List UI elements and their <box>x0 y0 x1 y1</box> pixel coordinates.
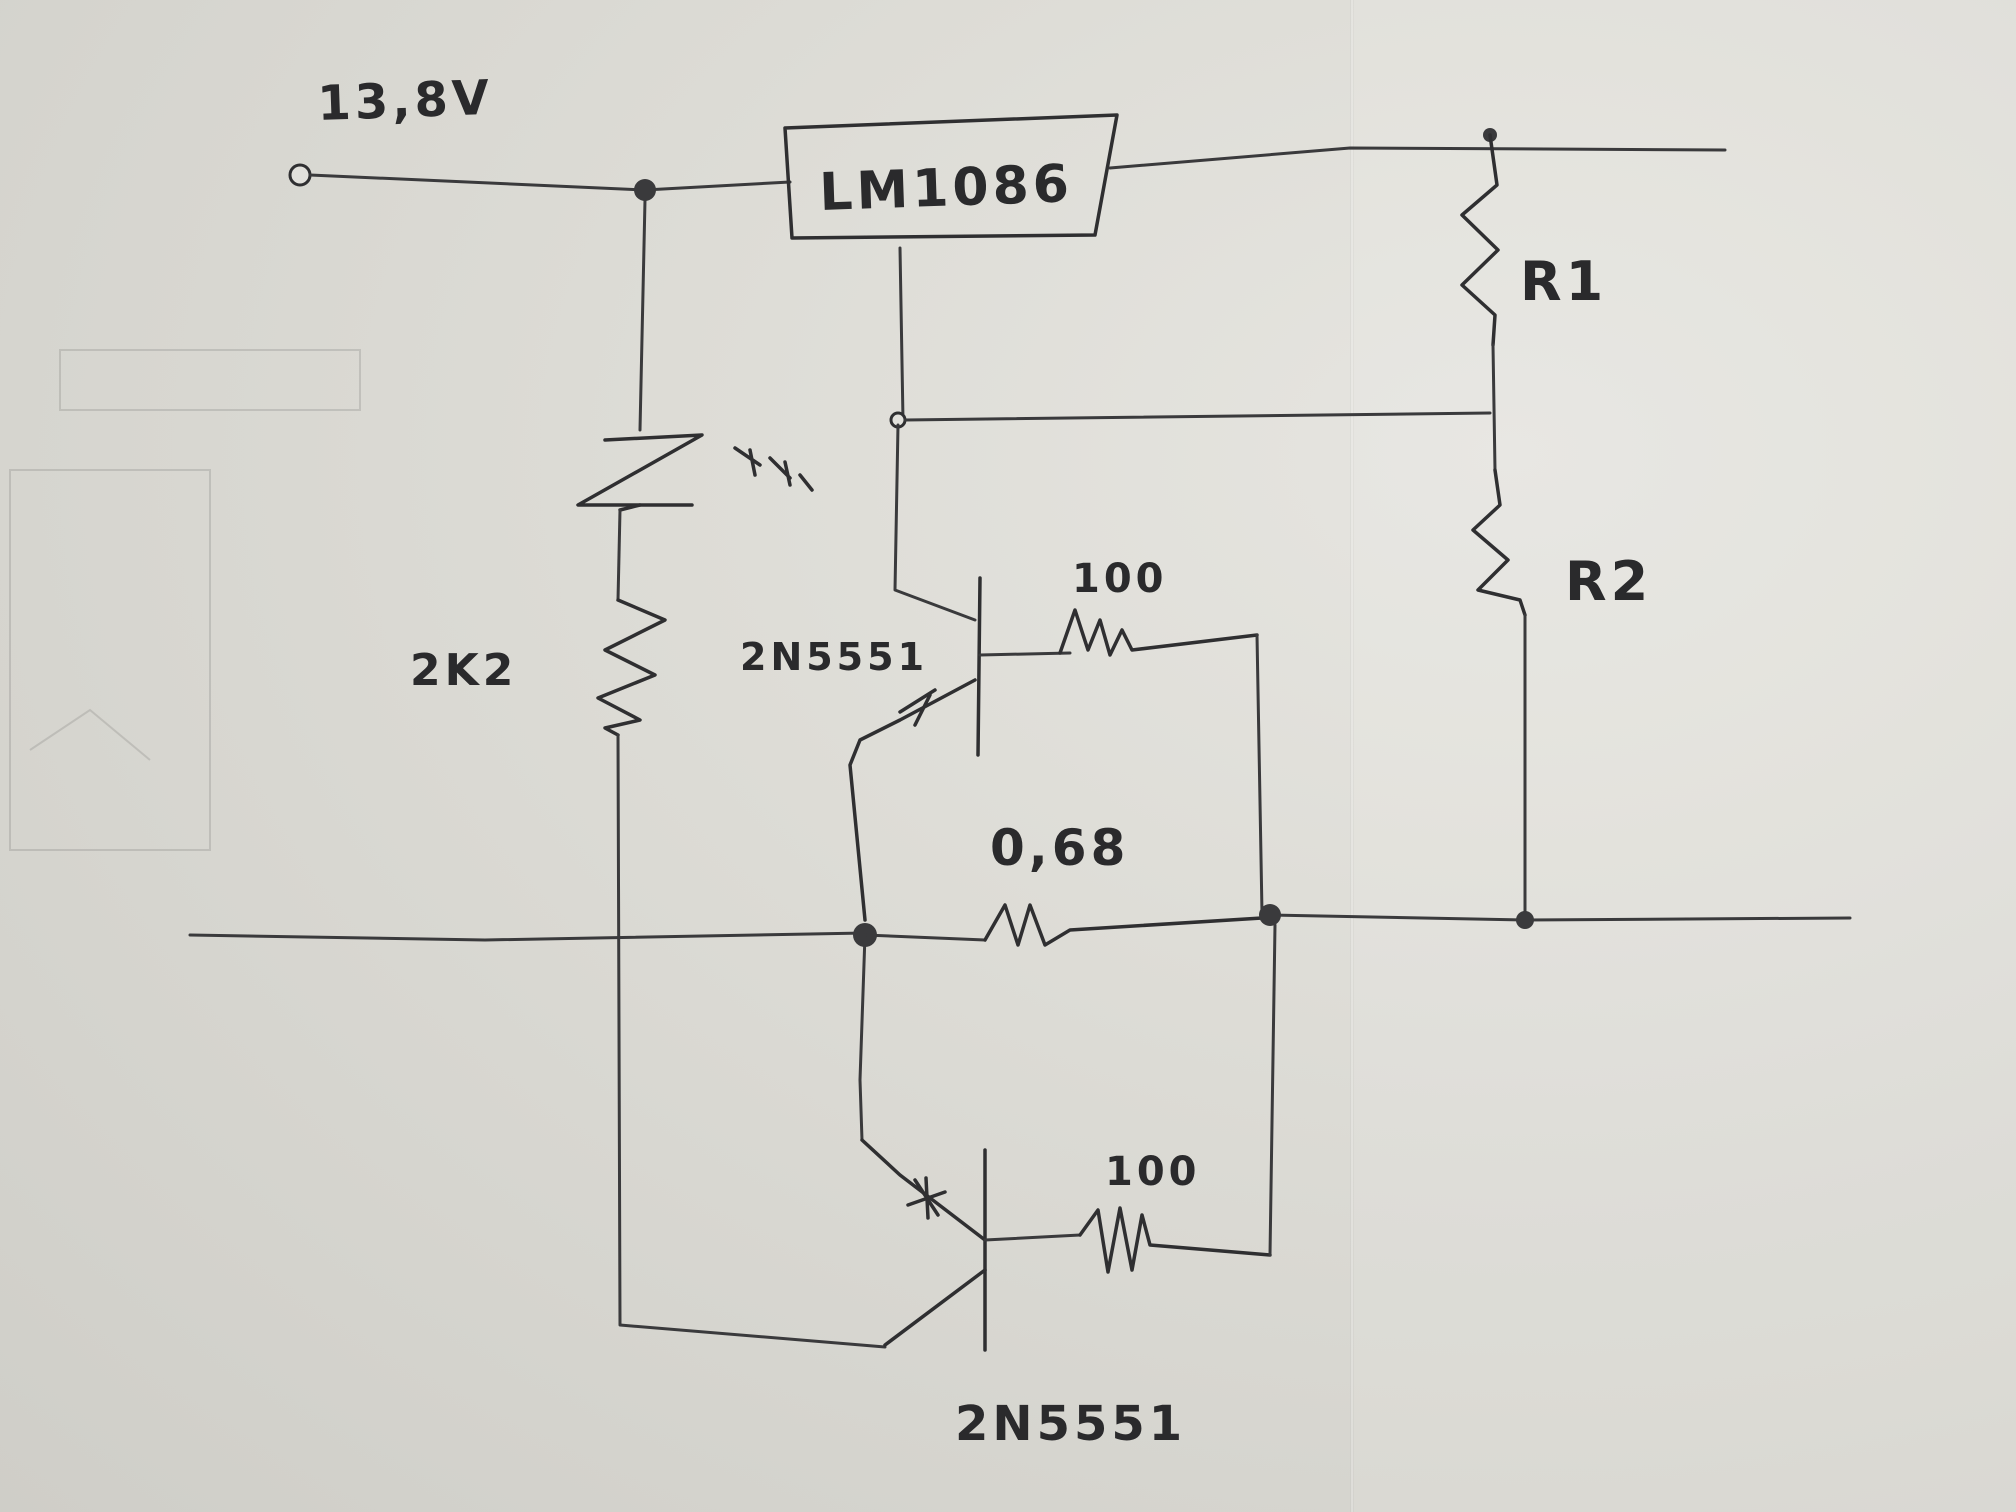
r1-label: R1 <box>1520 250 1607 313</box>
ghost-sketch <box>9 349 361 851</box>
bottom-emitter-star <box>906 1176 947 1220</box>
input-terminal <box>288 163 312 187</box>
transistor-bottom-label: 2N5551 <box>955 1396 1186 1452</box>
voltage-divider <box>1460 128 1534 929</box>
resistor-100-top-label: 100 <box>1072 556 1168 602</box>
r2-label: R2 <box>1565 550 1652 613</box>
resistor-2k2 <box>596 598 667 737</box>
adjust-line <box>889 411 1492 622</box>
sense-line <box>188 903 1852 1142</box>
regulator-lm1086 <box>783 113 1727 422</box>
led-branch <box>576 198 887 1349</box>
led-symbol <box>576 433 704 507</box>
paper-fold <box>1350 0 1354 1512</box>
led-light-arrows <box>733 446 814 492</box>
supply-input <box>288 163 792 201</box>
regulator-label: LM1086 <box>818 154 1074 223</box>
resistor-068-label: 0,68 <box>990 819 1129 877</box>
resistor-100-bottom-label: 100 <box>1105 1149 1201 1195</box>
transistor-top <box>848 576 1264 922</box>
paper-right-panel <box>1354 0 2016 1512</box>
resistor-068 <box>983 903 1264 947</box>
transistor-top-label: 2N5551 <box>740 635 928 679</box>
resistor-100-bottom <box>1078 1206 1272 1274</box>
supply-voltage-label: 13,8V <box>316 70 493 132</box>
resistor-100-top <box>1058 608 1259 657</box>
transistor-bottom <box>860 923 1277 1352</box>
resistor-2k2-label: 2K2 <box>410 645 517 696</box>
